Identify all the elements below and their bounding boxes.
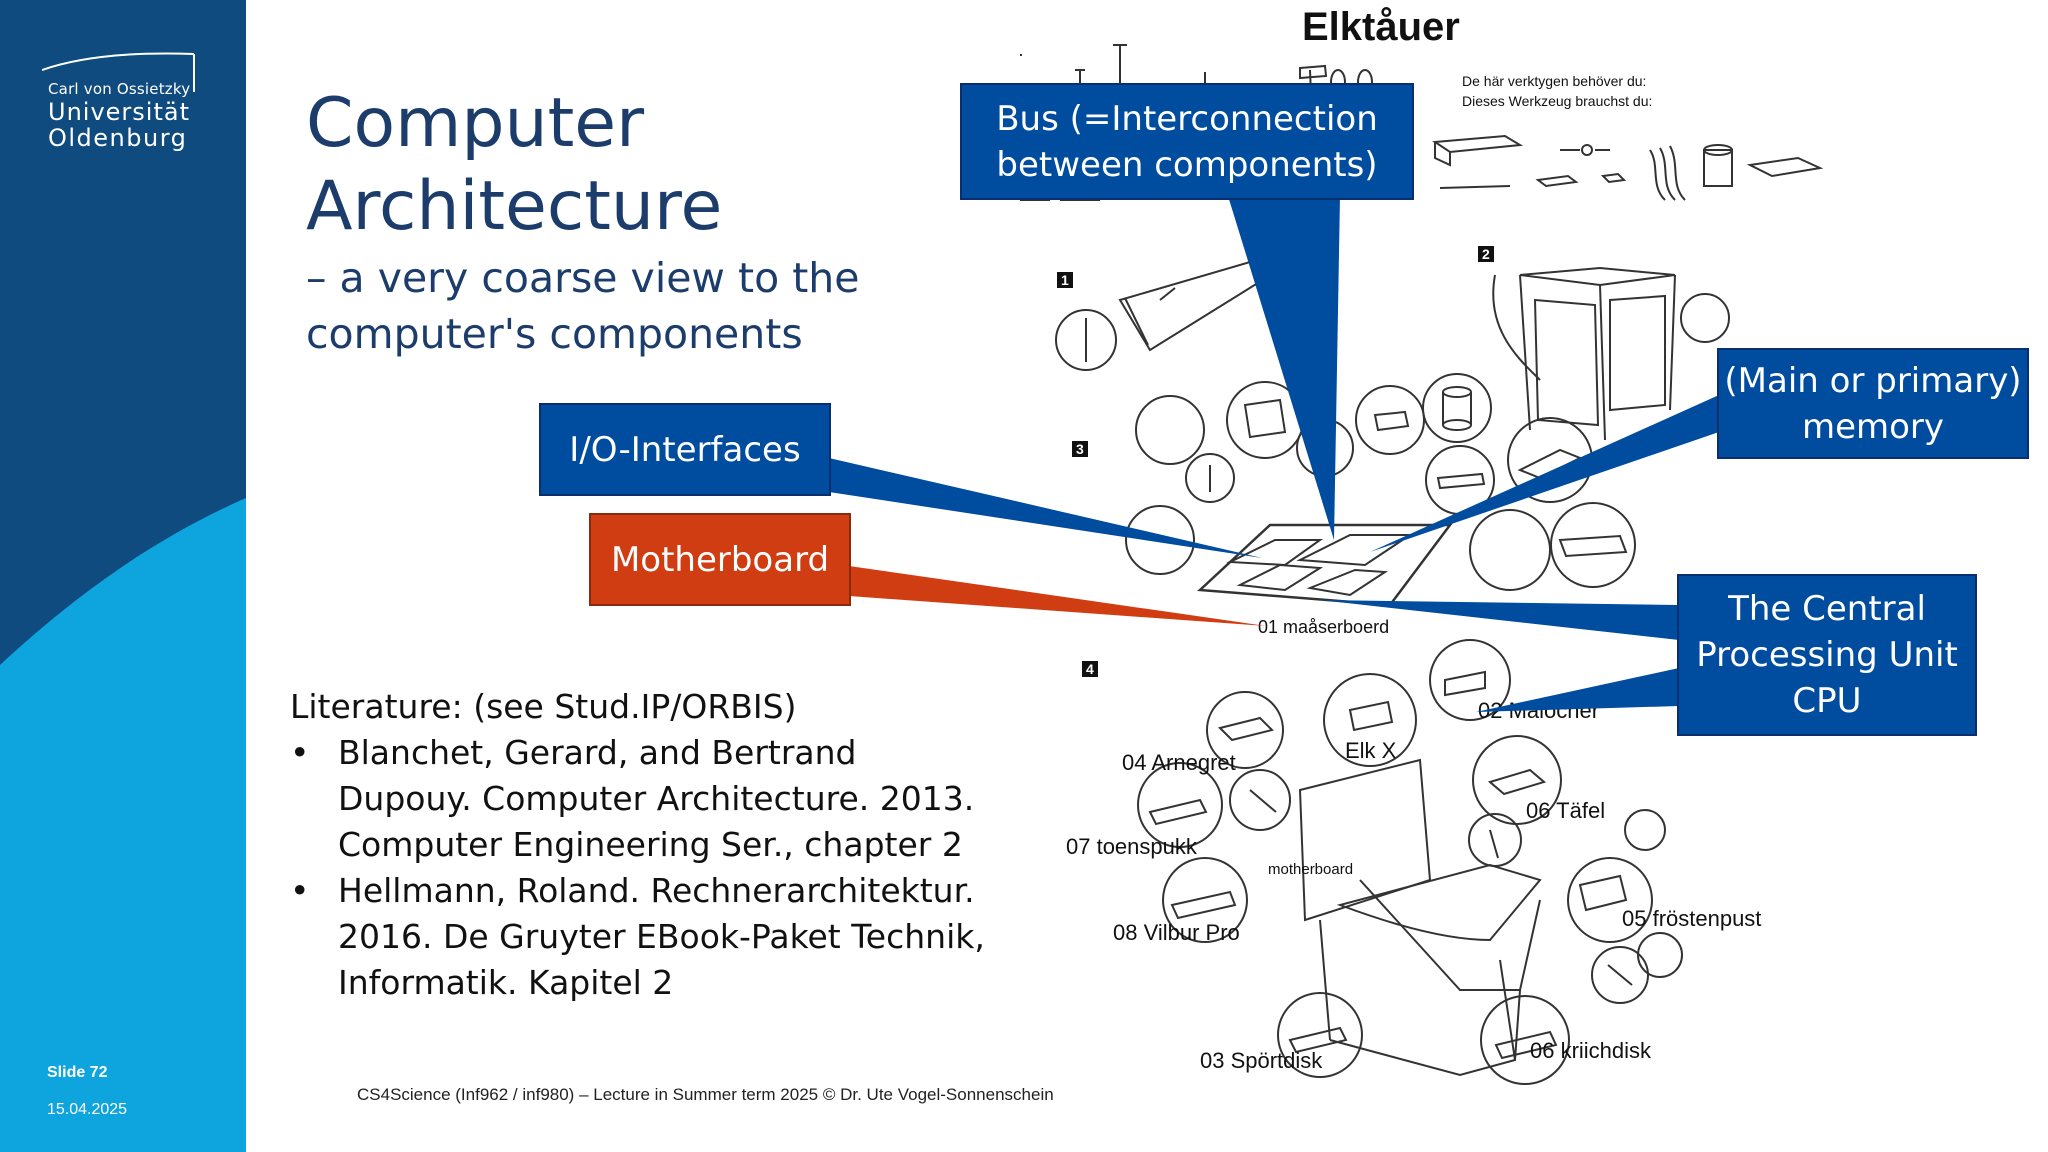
cpu-pointer-2 — [1476, 668, 1679, 712]
slide-subtitle-line-2: computer's components — [306, 310, 803, 358]
sidebar: Carl von Ossietzky Universität Oldenburg… — [0, 0, 246, 1152]
bus-callout-line-1: Bus (=Interconnection — [996, 98, 1378, 139]
literature-list: • Blanchet, Gerard, and Bertrand Dupouy.… — [290, 730, 998, 1006]
part-label-01: 01 maåserboerd — [1258, 617, 1389, 637]
slide-title-line-2: Architecture — [306, 167, 723, 246]
cpu-callout-line-2: Processing Unit — [1696, 635, 1958, 675]
parts-overview-icon — [1020, 134, 1824, 201]
bus-callout-line-2: between components) — [996, 144, 1378, 185]
literature-item-text: Hellmann, Roland. Rechnerarchitektur. 20… — [338, 871, 985, 1002]
step-badge-4: 4 — [1086, 661, 1094, 677]
logo-arc-icon — [42, 52, 195, 92]
sidebar-background — [0, 0, 246, 1152]
part-label-03: 03 Spörtdisk — [1200, 1048, 1323, 1073]
cpu-callout: The Central Processing Unit CPU — [1677, 574, 1977, 736]
slide-subtitle-line-1: – a very coarse view to the — [306, 254, 860, 302]
cpu-callout-line-3: CPU — [1792, 681, 1862, 721]
cpu-callout-line-1: The Central — [1728, 589, 1926, 629]
step2-cabinet-drawing — [1159, 266, 1730, 441]
bus-callout: Bus (=Interconnection between components… — [960, 83, 1414, 200]
step-badge-3: 3 — [1076, 441, 1084, 457]
step4-exploded-case-drawing — [1137, 639, 1683, 1085]
memory-callout: (Main or primary) memory — [1717, 348, 2029, 459]
literature-section: Literature: (see Stud.IP/ORBIS) • Blanch… — [290, 684, 998, 1006]
logo-line-2: Universität — [48, 98, 190, 126]
part-label-elkx: Elk X — [1345, 738, 1397, 763]
memory-pointer — [1370, 395, 1719, 552]
slide-number: Slide 72 — [47, 1064, 108, 1081]
part-label-06a: 06 Täfel — [1526, 798, 1605, 823]
bullet-icon: • — [290, 733, 310, 772]
part-label-06b: 06 kriichdisk — [1530, 1038, 1652, 1063]
slide-title-line-1: Computer — [306, 84, 645, 163]
part-label-07: 07 toenspukk — [1066, 834, 1198, 859]
step-badge-1: 1 — [1061, 272, 1069, 288]
literature-item-text: Blanchet, Gerard, and Bertrand Dupouy. C… — [338, 733, 975, 864]
screws-icon — [1020, 44, 1206, 85]
illustration-title: Elktåuer — [1302, 5, 1460, 49]
tools-line-2: Dieses Werkzeug brauchst du: — [1462, 93, 1652, 109]
motherboard-pointer — [849, 566, 1266, 626]
memory-callout-line-1: (Main or primary) — [1724, 360, 2022, 401]
motherboard-callout: Motherboard — [589, 513, 851, 606]
tools-line-1: De här verktygen behöver du: — [1462, 73, 1646, 89]
slide-date: 15.04.2025 — [47, 1101, 128, 1118]
part-label-08: 08 Vilbur Pro — [1113, 920, 1240, 945]
logo-line-1: Carl von Ossietzky — [48, 80, 191, 98]
part-label-05: 05 fröstenpust — [1622, 906, 1761, 931]
memory-callout-line-2: memory — [1801, 406, 1945, 447]
literature-item: • Blanchet, Gerard, and Bertrand Dupouy.… — [290, 730, 998, 868]
cpu-pointer-1 — [1320, 600, 1679, 640]
bullet-icon: • — [290, 871, 310, 910]
logo-line-3: Oldenburg — [48, 124, 188, 152]
literature-item: • Hellmann, Roland. Rechnerarchitektur. … — [290, 868, 998, 1006]
slide-footer: CS4Science (Inf962 / inf980) – Lecture i… — [357, 1085, 1054, 1104]
slide-title: Computer Architecture — [306, 82, 722, 248]
slide-subtitle: – a very coarse view to the computer's c… — [306, 250, 859, 362]
part-label-motherboard: motherboard — [1268, 861, 1353, 878]
bus-pointer — [1228, 196, 1340, 540]
literature-heading: Literature: (see Stud.IP/ORBIS) — [290, 687, 797, 726]
part-label-04: 04 Arnegret — [1122, 750, 1236, 775]
io-pointer — [829, 458, 1262, 558]
step-badge-2: 2 — [1482, 246, 1490, 262]
io-interfaces-callout: I/O-Interfaces — [539, 403, 831, 496]
assembly-illustration: Elktåuer De här verktygen behöver du: Di… — [1020, 5, 1824, 1085]
